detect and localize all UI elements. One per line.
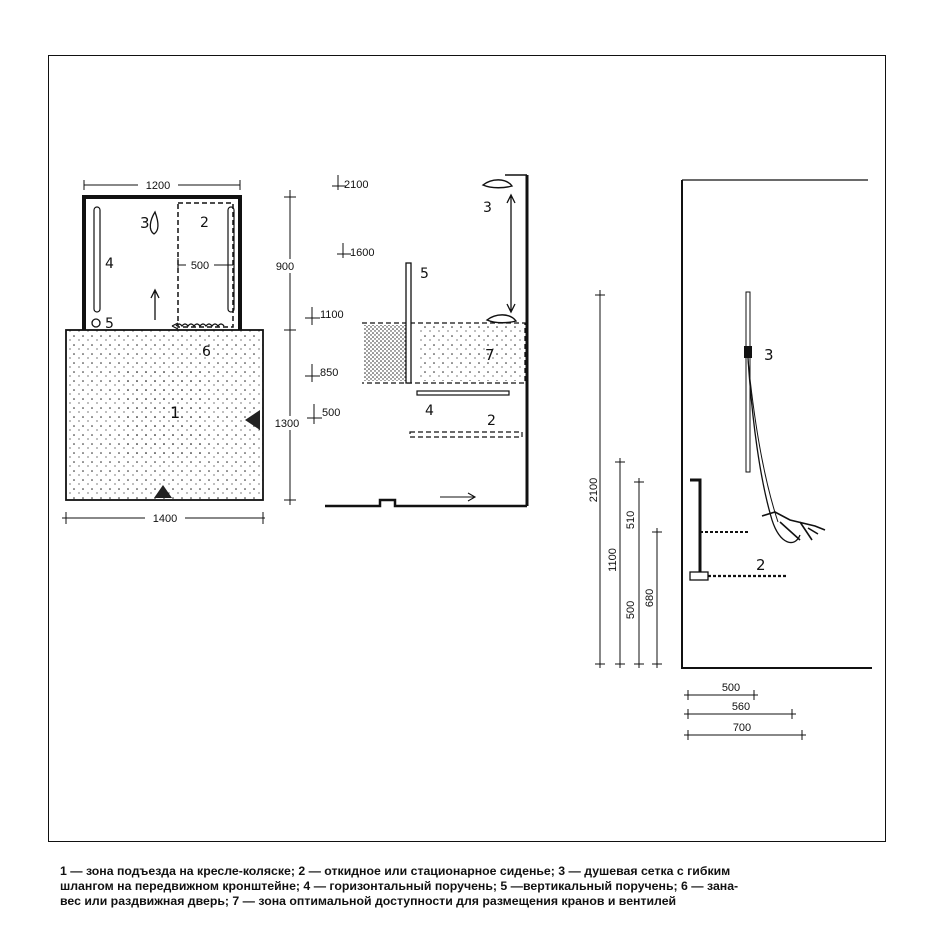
mixer-taps	[761, 511, 826, 541]
drawing-canvas: 1200 500 1400 900 1300 3 2 4 5 6 1	[62, 174, 872, 740]
plan-label-3: 3	[140, 214, 150, 232]
vdim-680: 680	[644, 589, 656, 607]
dim-width-bottom: 1400	[153, 513, 177, 525]
horizontal-handrail	[416, 390, 510, 396]
svg-text:500: 500	[322, 407, 340, 419]
height-marker-2100: 2100	[332, 175, 368, 191]
horizontal-handrail-plan	[93, 206, 101, 313]
accessibility-zone-7	[362, 322, 526, 384]
height-marker-850: 850	[305, 364, 338, 382]
svg-text:2100: 2100	[344, 179, 368, 191]
caption-line-1: 1 — зона подъезда на кресле-коляске; 2 —…	[60, 864, 731, 878]
hdim-700: 700	[733, 722, 751, 734]
plan-label-1: 1	[170, 403, 180, 422]
shower-head-bottom	[485, 314, 518, 324]
vdim-1100: 1100	[607, 548, 619, 572]
figure-frame	[48, 55, 886, 842]
shower-head-plan	[149, 210, 159, 235]
plan-label-2: 2	[200, 215, 209, 231]
elevation-label-5: 5	[420, 266, 429, 282]
dim-depth-approach: 1300	[275, 418, 299, 430]
side-view: 3 2 2100 1100 510 500 680	[588, 179, 872, 740]
hdim-560: 560	[732, 701, 750, 713]
side-label-3: 3	[764, 346, 774, 364]
elevation-label-4: 4	[425, 403, 434, 419]
shower-head-slider	[744, 346, 752, 358]
elevation-view: 2100 1600 1100 850 500 3 5 7 4 2	[305, 174, 529, 508]
vertical-handrail-plan	[91, 318, 101, 328]
plan-view: 1200 500 1400 900 1300 3 2 4 5 6 1	[62, 178, 304, 525]
shower-height-arrow	[506, 193, 516, 314]
dim-inner-500: 500	[191, 260, 209, 272]
plan-label-5: 5	[105, 316, 114, 332]
caption-line-2: шлангом на передвижном кронштейне; 4 — г…	[60, 879, 739, 893]
caption-line-3: вес или раздвижная дверь; 7 — зона оптим…	[60, 894, 677, 908]
vdim-2100: 2100	[588, 478, 600, 502]
wheelchair-marker-bottom	[154, 485, 172, 498]
vertical-handrail	[405, 262, 412, 384]
elevation-label-3: 3	[483, 200, 492, 216]
height-marker-1100: 1100	[305, 307, 344, 325]
shower-head-top	[481, 179, 514, 189]
shower-hose	[747, 357, 801, 544]
elevation-label-7: 7	[485, 346, 495, 364]
wheelchair-marker-right	[245, 410, 260, 430]
horizontal-dimension-lines	[684, 690, 806, 740]
svg-text:1100: 1100	[320, 309, 344, 321]
side-label-2: 2	[756, 556, 766, 574]
figure-caption: 1 — зона подъезда на кресле-коляске; 2 —…	[60, 864, 900, 909]
elevation-label-2: 2	[487, 413, 496, 429]
wall-rail-right	[227, 206, 235, 313]
seat-elevation	[409, 431, 523, 438]
shower-stall-walls	[82, 195, 242, 330]
svg-text:850: 850	[320, 367, 338, 379]
entry-arrow-plan	[150, 288, 160, 320]
hdim-500: 500	[722, 682, 740, 694]
plan-label-6: 6	[202, 344, 211, 360]
height-marker-500: 500	[307, 404, 340, 424]
wall-grab-bar	[690, 478, 702, 572]
vdim-510: 510	[625, 511, 637, 529]
dim-width-top: 1200	[146, 180, 170, 192]
vertical-dimension-lines	[595, 290, 662, 668]
plan-label-4: 4	[105, 256, 114, 272]
vdim-500: 500	[625, 601, 637, 619]
dim-depth-shower: 900	[276, 261, 294, 273]
side-wall	[681, 180, 872, 669]
seat-side	[689, 571, 709, 581]
curtain-plan	[175, 323, 225, 328]
height-marker-1600: 1600	[337, 243, 374, 259]
elevation-floor	[325, 498, 527, 508]
svg-text:1600: 1600	[350, 247, 374, 259]
